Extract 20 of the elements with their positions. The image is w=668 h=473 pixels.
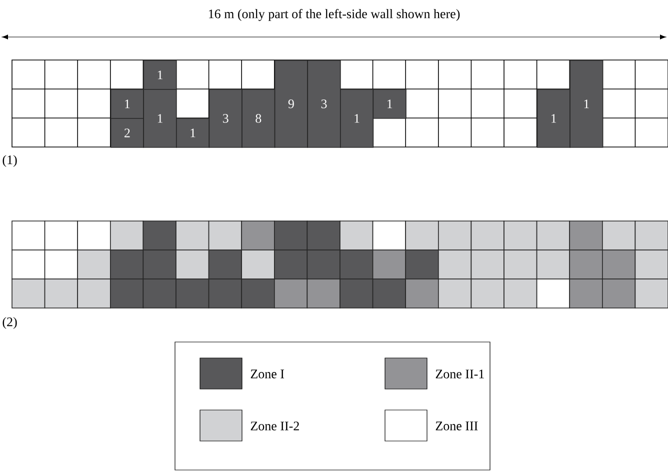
dimension-label: 16 m (only part of the left-side wall shown here) [208,9,460,21]
cell: 1 [372,89,406,119]
panel-label: (1) [2,155,17,167]
cell: 1 [110,89,144,119]
cell: 1 [143,60,177,90]
cell: 9 [274,60,308,148]
cell: 1 [176,118,210,148]
cell: 3 [307,60,341,148]
cell: 3 [208,89,242,148]
legend-label: Zone I [250,370,284,378]
cell: 8 [242,89,276,148]
legend-label: Zone II-1 [436,370,484,378]
legend-label: Zone II-2 [250,422,299,430]
panel-label: (2) [2,317,17,329]
cell: 1 [143,89,177,148]
cell: 1 [570,60,604,148]
cell: 1 [340,89,374,148]
cell: 1 [536,89,570,148]
cell: 2 [110,118,144,148]
legend-label: Zone III [436,422,478,430]
